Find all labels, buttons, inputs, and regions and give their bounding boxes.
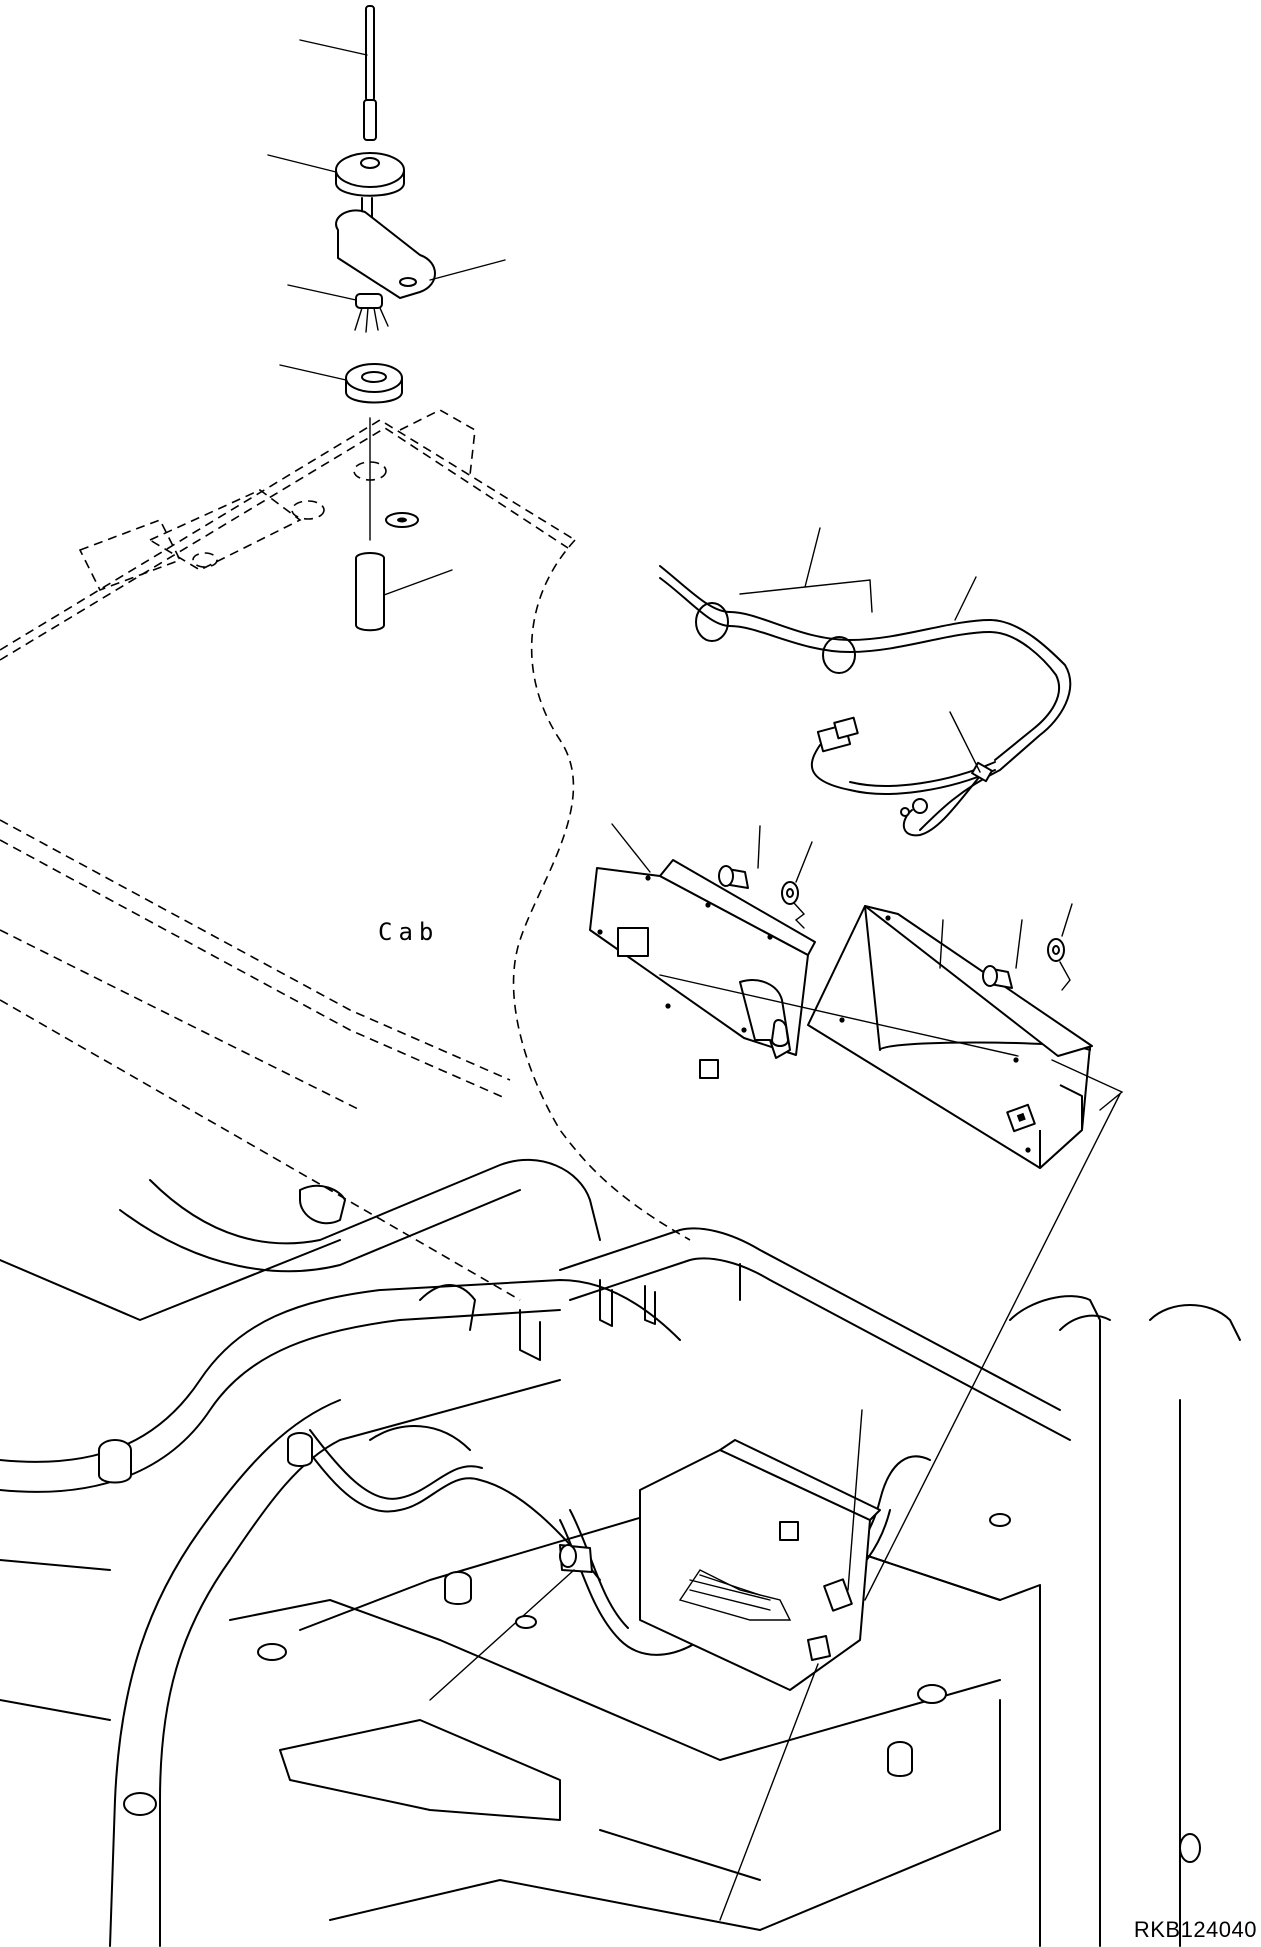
installed-harness (300, 1410, 930, 1920)
mounting-bracket (660, 904, 1122, 1600)
frame-fittings (99, 1433, 1200, 1862)
machine-frame (0, 1160, 1240, 1946)
spacer-tube (356, 513, 452, 630)
wiring-harness (660, 528, 1070, 835)
antenna-rod (300, 6, 376, 140)
drawing-code: RKB124040 (1133, 1917, 1257, 1942)
antenna-bracket (336, 210, 505, 298)
controller-unit (590, 824, 815, 1078)
cab-roof-outline (0, 410, 690, 1300)
grommet (288, 285, 388, 332)
rubber-cap (280, 364, 402, 540)
cab-label: Cab (378, 918, 440, 946)
